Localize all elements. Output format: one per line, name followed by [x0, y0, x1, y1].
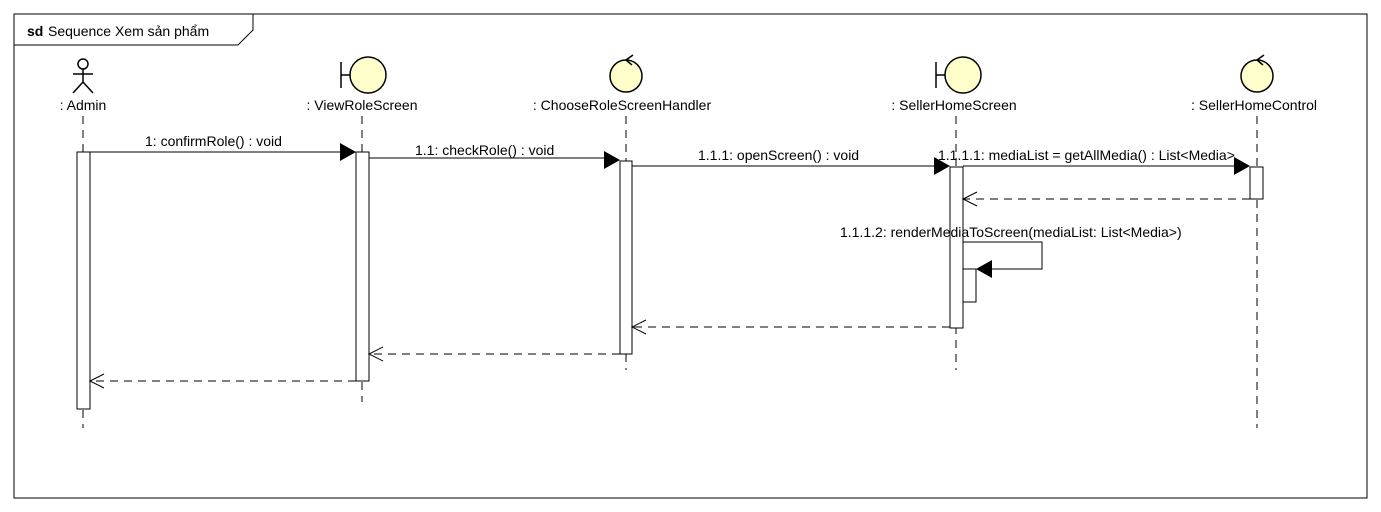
message-label: 1.1.1: openScreen() : void: [698, 147, 859, 163]
message-label: 1: confirmRole() : void: [145, 133, 282, 149]
activation-seller-home-screen: [949, 166, 964, 329]
lifeline-label-seller-home-screen: : SellerHomeScreen: [891, 97, 1016, 113]
arrowhead-open: [630, 319, 647, 335]
arrowhead-open: [367, 346, 384, 362]
arrowhead-filled: [976, 260, 992, 278]
arrowhead-filled: [604, 151, 620, 169]
lifeline-label-view-role-screen: : ViewRoleScreen: [306, 97, 417, 113]
frame-title-tab: [14, 14, 254, 46]
arrowhead-filled: [934, 157, 950, 175]
arrowhead-open: [961, 191, 978, 207]
activation-admin: [76, 151, 91, 410]
activation-choose-role-handler: [619, 160, 633, 355]
lifeline-label-choose-role-handler: : ChooseRoleScreenHandler: [533, 97, 712, 113]
message-label: 1.1.1.2: renderMediaToScreen(mediaList: …: [840, 224, 1182, 240]
activation-seller-home-control: [1249, 166, 1264, 200]
message-render-media: 1.1.1.2: renderMediaToScreen(mediaList: …: [840, 224, 1182, 278]
arrowhead-filled: [1234, 157, 1250, 175]
frame-keyword: sd: [27, 23, 43, 39]
activation-seller-home-self: [962, 268, 977, 303]
return-get-all-media: [961, 191, 1250, 207]
activation-bars: [76, 151, 1264, 410]
message-open-screen: 1.1.1: openScreen() : void: [632, 147, 950, 175]
control-icon: [609, 54, 643, 93]
arrowhead-filled: [340, 143, 356, 161]
frame-title: Sequence Xem sản phẩm: [48, 23, 209, 39]
message-confirm-role: 1: confirmRole() : void: [90, 133, 356, 161]
arrowhead-open: [88, 373, 105, 389]
actor-icon: [72, 58, 94, 94]
control-icon: [1240, 54, 1274, 93]
message-label: 1.1: checkRole() : void: [415, 142, 554, 158]
message-get-all-media: 1.1.1.1: mediaList = getAllMedia() : Lis…: [938, 147, 1250, 175]
return-confirm-role: [88, 373, 356, 389]
boundary-icon: [935, 56, 982, 94]
return-open-screen: [630, 319, 950, 335]
lifeline-label-seller-home-control: : SellerHomeControl: [1191, 97, 1317, 113]
activation-view-role-screen: [355, 151, 370, 382]
message-label: 1.1.1.1: mediaList = getAllMedia() : Lis…: [938, 147, 1235, 163]
lifeline-label-admin: : Admin: [60, 97, 107, 113]
return-check-role: [367, 346, 620, 362]
diagram-frame: [13, 13, 1368, 499]
message-check-role: 1.1: checkRole() : void: [369, 142, 620, 169]
boundary-icon: [340, 56, 387, 94]
